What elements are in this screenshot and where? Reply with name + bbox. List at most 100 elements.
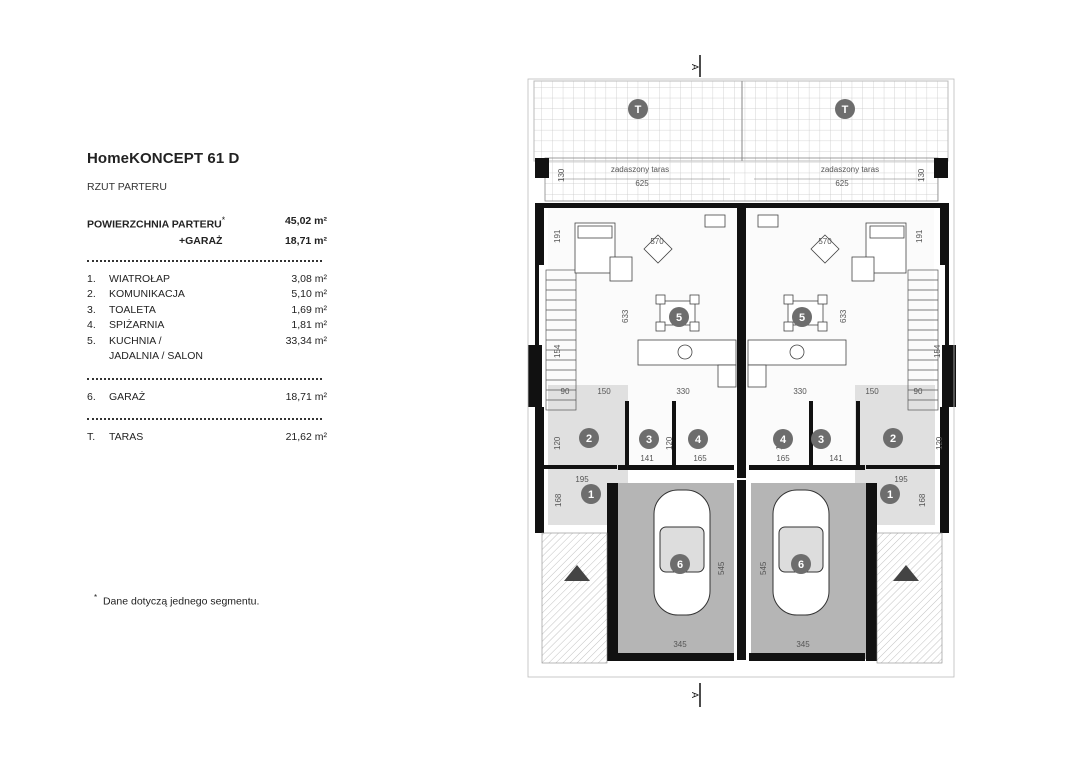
dim-625: 625: [635, 179, 649, 188]
info-panel: HomeKONCEPT 61 D RZUT PARTERU POWIERZCHN…: [87, 150, 327, 446]
dim-130: 130: [917, 168, 926, 182]
garage-sum-value: 18,71 m²: [284, 234, 327, 247]
svg-text:3: 3: [646, 434, 652, 446]
svg-text:6: 6: [677, 559, 683, 571]
footnote-mark: *: [94, 593, 98, 602]
dim-625: 625: [835, 179, 849, 188]
covered-terrace-label: zadaszony taras: [821, 165, 879, 174]
furniture-left: [574, 214, 737, 388]
section-mark-bottom: A: [690, 683, 701, 707]
svg-text:T: T: [842, 104, 849, 116]
svg-text:141: 141: [829, 454, 843, 463]
svg-text:1: 1: [887, 489, 893, 501]
room-tag-1-right: 1: [880, 484, 900, 504]
room-tag-3-right: 3: [811, 429, 831, 449]
footnote: * Dane dotyczą jednego segmentu.: [94, 593, 259, 608]
svg-text:345: 345: [673, 640, 687, 649]
dotted-divider: [87, 259, 322, 262]
covered-terrace-label: zadaszony taras: [611, 165, 669, 174]
dotted-divider: [87, 418, 322, 420]
room-tag-4-right: 4: [773, 429, 793, 449]
room-tag-3-left: 3: [639, 429, 659, 449]
svg-text:345: 345: [796, 640, 810, 649]
svg-text:5: 5: [676, 312, 682, 324]
dim-130: 130: [557, 168, 566, 182]
room-tag-4-left: 4: [688, 429, 708, 449]
svg-text:A: A: [690, 692, 700, 698]
furniture-right: [747, 214, 907, 388]
room-tag-2-left: 2: [579, 428, 599, 448]
svg-text:150: 150: [597, 387, 611, 396]
svg-text:1: 1: [588, 489, 594, 501]
svg-text:2: 2: [890, 433, 896, 445]
car-right: [772, 489, 830, 616]
floor-area-value: 45,02 m²: [284, 215, 327, 227]
svg-text:165: 165: [776, 454, 790, 463]
svg-text:168: 168: [918, 493, 927, 507]
svg-text:195: 195: [575, 475, 589, 484]
svg-text:154: 154: [933, 344, 942, 358]
garage-sum-label: +GARAŻ: [179, 234, 223, 247]
entry-arrow-right: [893, 565, 919, 581]
svg-text:141: 141: [640, 454, 654, 463]
svg-text:633: 633: [839, 309, 848, 323]
floor-area-row: POWIERZCHNIA PARTERU* 45,02 m²: [87, 215, 327, 231]
svg-text:545: 545: [717, 561, 726, 575]
plan-subtitle: RZUT PARTERU: [87, 181, 167, 193]
entrance-right: [876, 532, 943, 664]
svg-text:90: 90: [561, 387, 570, 396]
asterisk-mark: *: [221, 215, 226, 225]
svg-text:120: 120: [553, 436, 562, 450]
terrace-tag-left: T: [628, 99, 648, 119]
svg-text:154: 154: [553, 344, 562, 358]
list-item: 5.KUCHNIA /33,34 m²: [87, 334, 327, 347]
room-tag-5-left: 5: [669, 307, 689, 327]
svg-text:633: 633: [621, 309, 630, 323]
stairs-right: [907, 269, 939, 411]
svg-text:330: 330: [676, 387, 690, 396]
svg-text:545: 545: [759, 561, 768, 575]
project-title: HomeKONCEPT 61 D: [87, 150, 240, 167]
svg-text:90: 90: [914, 387, 923, 396]
terrace-grid: [533, 80, 949, 162]
room-tag-2-right: 2: [883, 428, 903, 448]
svg-text:570: 570: [818, 237, 832, 246]
svg-text:330: 330: [793, 387, 807, 396]
svg-text:150: 150: [865, 387, 879, 396]
svg-text:191: 191: [553, 229, 562, 243]
svg-text:2: 2: [586, 433, 592, 445]
floor-plan: A A T T zadaszony taras zadaszony taras …: [527, 55, 956, 707]
svg-text:5: 5: [799, 312, 805, 324]
svg-text:120: 120: [665, 436, 674, 450]
svg-text:195: 195: [894, 475, 908, 484]
svg-text:3: 3: [818, 434, 824, 446]
room-tag-6-right: 6: [791, 554, 811, 574]
svg-text:191: 191: [915, 229, 924, 243]
list-item: JADALNIA / SALON: [109, 350, 203, 362]
svg-text:A: A: [690, 64, 700, 70]
stairs-left: [545, 269, 577, 411]
room-tag-1-left: 1: [581, 484, 601, 504]
dotted-divider: [87, 377, 322, 380]
room-tag-6-left: 6: [670, 554, 690, 574]
svg-text:120: 120: [935, 436, 944, 450]
covered-terrace: [544, 157, 939, 202]
room-tag-5-right: 5: [792, 307, 812, 327]
svg-text:165: 165: [693, 454, 707, 463]
svg-text:570: 570: [650, 237, 664, 246]
floor-area-label: POWIERZCHNIA PARTERU*: [87, 215, 226, 231]
footnote-text: Dane dotyczą jednego segmentu.: [102, 595, 260, 608]
svg-text:T: T: [635, 104, 642, 116]
entrance-left: [541, 532, 608, 664]
garage-sum-row: +GARAŻ 18,71 m²: [87, 235, 327, 247]
section-mark-top: A: [690, 55, 701, 77]
svg-text:6: 6: [798, 559, 804, 571]
svg-text:168: 168: [554, 493, 563, 507]
entry-arrow-left: [564, 565, 590, 581]
